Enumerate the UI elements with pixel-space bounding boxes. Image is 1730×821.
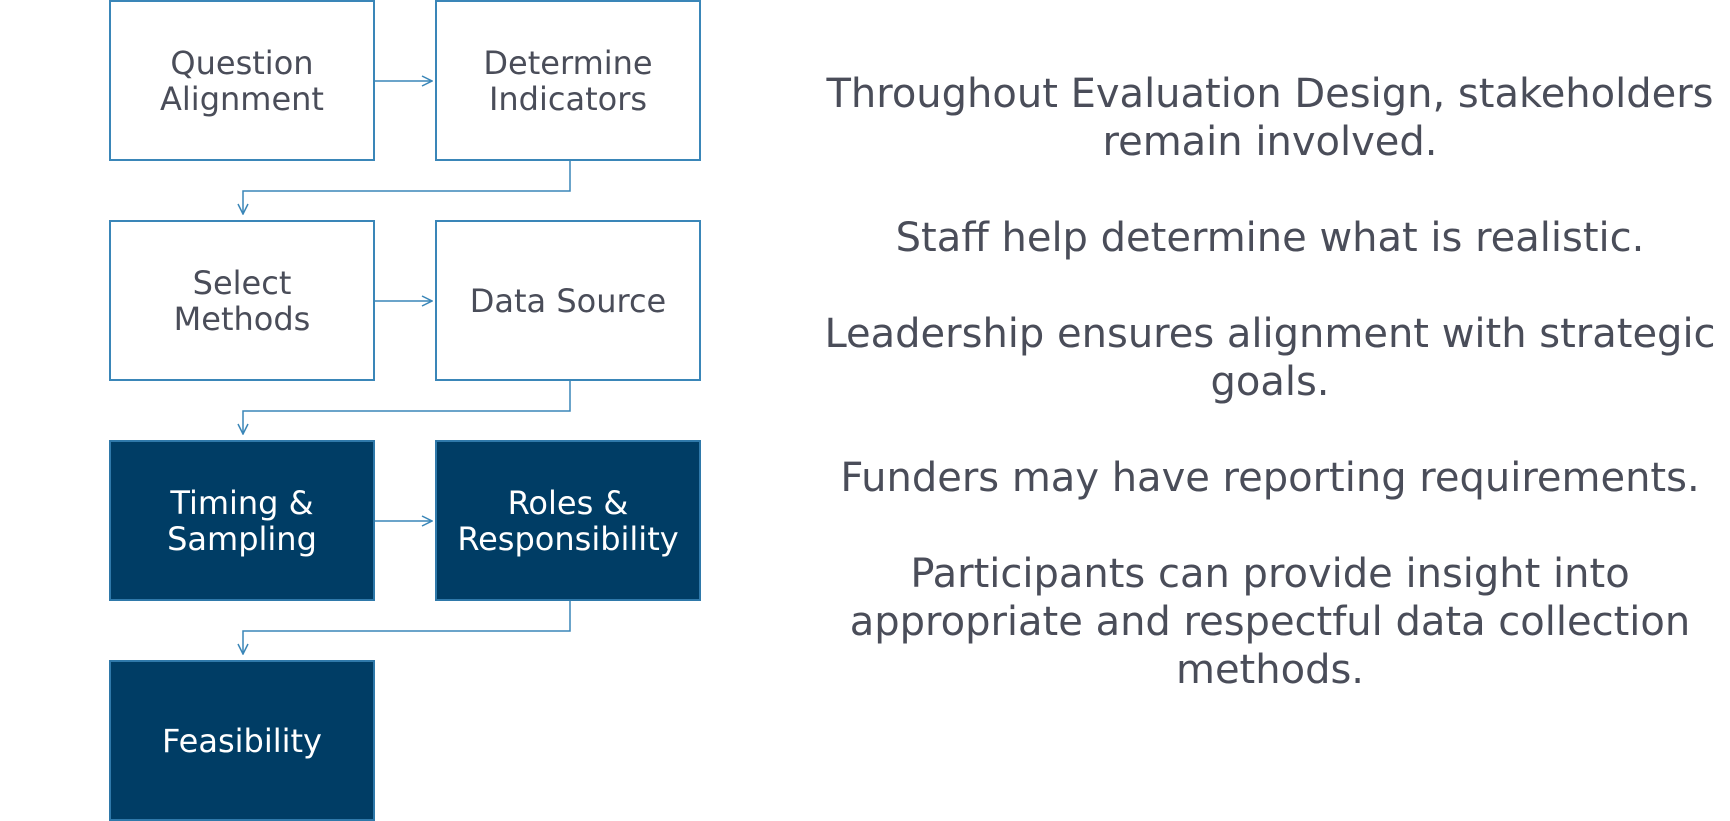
note-staff: Staff help determine what is realistic. bbox=[895, 215, 1645, 261]
step-label: Select Methods bbox=[173, 263, 311, 338]
step-label: Roles & Responsibility bbox=[457, 483, 679, 558]
arrow-roles-to-feasibility bbox=[243, 601, 571, 654]
step-feasibility: Feasibility bbox=[109, 660, 375, 821]
note-throughout: Throughout Evaluation Design, stakeholde… bbox=[826, 71, 1714, 165]
step-label: Determine Indicators bbox=[483, 43, 653, 118]
step-roles-responsibility: Roles & Responsibility bbox=[435, 440, 701, 601]
arrow-indicators-to-methods bbox=[243, 161, 571, 214]
step-label: Data Source bbox=[469, 281, 667, 320]
arrow-datasource-to-timing bbox=[243, 381, 571, 434]
step-data-source: Data Source bbox=[435, 220, 701, 381]
stakeholder-notes: Throughout Evaluation Design, stakeholde… bbox=[820, 70, 1720, 742]
step-timing-sampling: Timing & Sampling bbox=[109, 440, 375, 601]
note-funders: Funders may have reporting requirements. bbox=[840, 455, 1700, 501]
step-label: Feasibility bbox=[162, 721, 322, 760]
step-label: Timing & Sampling bbox=[167, 483, 317, 558]
step-determine-indicators: Determine Indicators bbox=[435, 0, 701, 161]
step-select-methods: Select Methods bbox=[109, 220, 375, 381]
step-question-alignment: Question Alignment bbox=[109, 0, 375, 161]
note-participants: Participants can provide insight into ap… bbox=[849, 551, 1691, 693]
note-leadership: Leadership ensures alignment with strate… bbox=[824, 311, 1716, 405]
step-label: Question Alignment bbox=[160, 43, 324, 118]
